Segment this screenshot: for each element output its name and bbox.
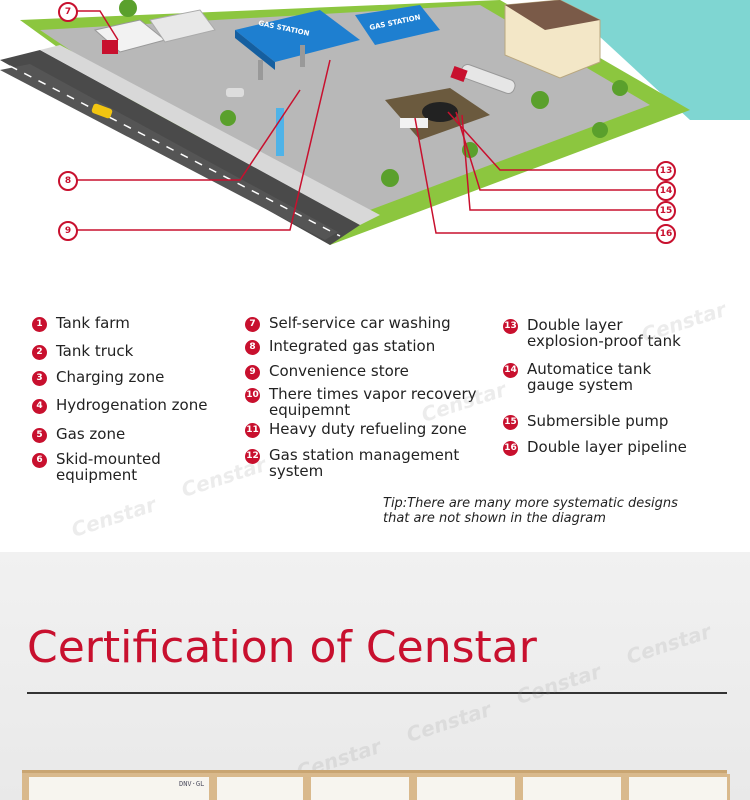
legend-item-heavy-duty-refueling-zone: 11 Heavy duty refueling zone	[245, 421, 467, 438]
callout-14: 14	[656, 181, 676, 201]
legend-number: 1	[32, 317, 47, 332]
legend-label: Charging zone	[56, 368, 165, 386]
gas-station-canopy	[235, 10, 360, 62]
double-layer-tank	[422, 102, 458, 122]
legend-item-submersible-pump: 15 Submersible pump	[503, 413, 668, 430]
legend-label: Skid-mounted equipment	[56, 450, 161, 484]
legend-label: Heavy duty refueling zone	[269, 420, 467, 438]
certification-divider	[27, 692, 727, 694]
diagram-tip: Tip:There are many more systematic desig…	[383, 496, 678, 526]
watermark: Censtar	[178, 452, 269, 502]
legend-number: 5	[32, 428, 47, 443]
legend-number: 3	[32, 371, 47, 386]
legend-label: Self-service car washing	[269, 314, 451, 332]
certification-section: Certification of Censtar Censtar Censtar…	[0, 552, 750, 800]
legend-number: 11	[245, 423, 260, 438]
certificate-frame[interactable]	[626, 774, 730, 800]
legend-item-charging-zone: 3 Charging zone	[32, 369, 164, 386]
certificate-frame[interactable]	[214, 774, 306, 800]
watermark: Censtar	[623, 619, 714, 669]
legend-label: Convenience store	[269, 362, 409, 380]
water	[560, 0, 750, 120]
callout-7: 7	[58, 2, 78, 22]
legend-item-tank-gauge-system: 14 Automatice tank gauge system	[503, 361, 651, 393]
callout-15: 15	[656, 201, 676, 221]
price-pylon	[276, 108, 284, 156]
legend-item-double-layer-pipeline: 16 Double layer pipeline	[503, 439, 687, 456]
legend-label: Gas zone	[56, 425, 126, 443]
watermark: Censtar	[403, 697, 494, 747]
legend-item-skid-mounted-equipment: 6 Skid-mounted equipment	[32, 451, 161, 483]
legend-label: Automatice tank gauge system	[527, 360, 652, 394]
watermark: Censtar	[638, 297, 729, 347]
legend-number: 6	[32, 453, 47, 468]
yellow-car	[91, 103, 113, 119]
legend-number: 15	[503, 415, 518, 430]
legend-item-tank-truck: 2 Tank truck	[32, 343, 133, 360]
legend-item-gas-station-management-system: 12 Gas station management system	[245, 447, 459, 479]
certification-title: Certification of Censtar	[27, 622, 537, 673]
certificate-frame[interactable]	[520, 774, 624, 800]
legend-item-convenience-store: 9 Convenience store	[245, 363, 409, 380]
callout-9: 9	[58, 221, 78, 241]
legend-label: There times vapor recovery equipemnt	[269, 385, 477, 419]
legend-label: Hydrogenation zone	[56, 396, 208, 414]
legend-number: 2	[32, 345, 47, 360]
legend-number: 9	[245, 365, 260, 380]
legend-label: Tank farm	[56, 314, 130, 332]
legend-label: Double layer pipeline	[527, 438, 687, 456]
legend-number: 16	[503, 441, 518, 456]
legend-item-gas-zone: 5 Gas zone	[32, 426, 125, 443]
legend-number: 7	[245, 317, 260, 332]
legend-label: Double layer explosion-proof tank	[527, 316, 681, 350]
certificate-frame[interactable]	[308, 774, 412, 800]
legend-item-integrated-gas-station: 8 Integrated gas station	[245, 338, 435, 355]
watermark: Censtar	[68, 492, 159, 542]
certificate-frame[interactable]: DNV·GL	[26, 774, 212, 800]
certificate-frame[interactable]	[414, 774, 518, 800]
legend-item-tank-farm: 1 Tank farm	[32, 315, 130, 332]
legend-number: 8	[245, 340, 260, 355]
legend-item-double-layer-tank: 13 Double layer explosion-proof tank	[503, 317, 681, 349]
station-lot	[40, 5, 650, 225]
legend: 1 Tank farm 2 Tank truck 3 Charging zone…	[0, 270, 750, 552]
legend-item-vapor-recovery-equipment: 10 There times vapor recovery equipemnt	[245, 386, 477, 418]
legend-item-self-service-car-washing: 7 Self-service car washing	[245, 315, 451, 332]
station-illustration: GAS STATION GAS STATION	[0, 0, 750, 245]
legend-label: Gas station management system	[269, 446, 460, 480]
legend-number: 12	[245, 449, 260, 464]
callout-leader-lines	[76, 10, 656, 234]
callout-8: 8	[58, 171, 78, 191]
legend-number: 10	[245, 388, 260, 403]
legend-number: 4	[32, 399, 47, 414]
callout-13: 13	[656, 161, 676, 181]
legend-label: Tank truck	[56, 342, 134, 360]
certificate-text: DNV·GL	[179, 780, 205, 788]
legend-label: Integrated gas station	[269, 337, 436, 355]
legend-item-hydrogenation-zone: 4 Hydrogenation zone	[32, 397, 207, 414]
callout-16: 16	[656, 224, 676, 244]
gas-station-diagram: GAS STATION GAS STATION	[0, 0, 750, 270]
legend-number: 13	[503, 319, 518, 334]
legend-label: Submersible pump	[527, 412, 669, 430]
legend-number: 14	[503, 363, 518, 378]
